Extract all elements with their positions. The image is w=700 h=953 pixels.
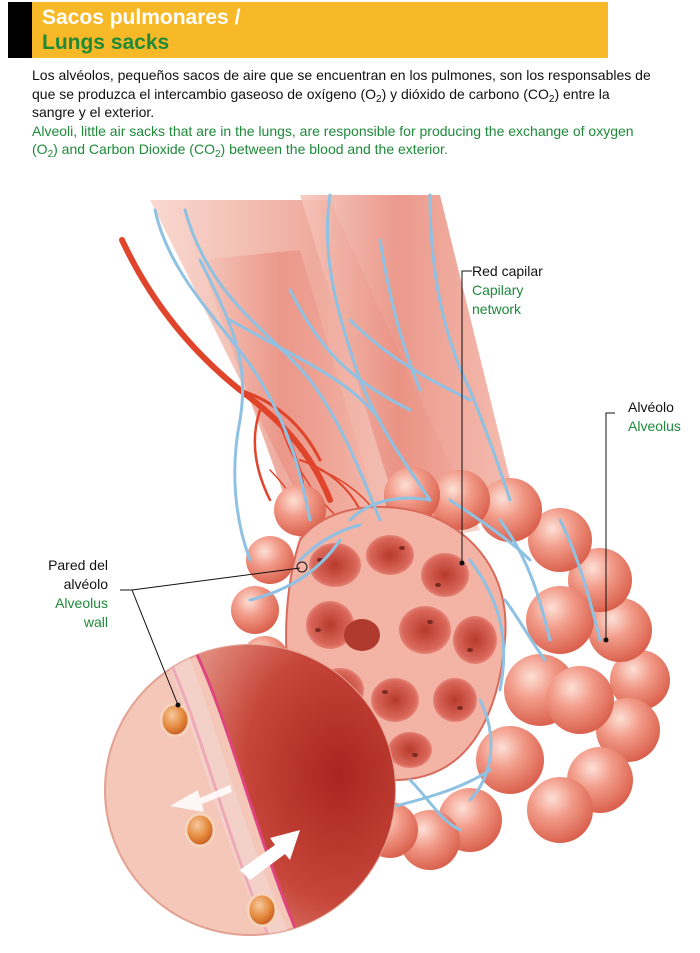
- title-english: Lungs sacks: [42, 31, 170, 54]
- zoom-wall-detail: [104, 644, 396, 936]
- label-alveolus-wall: Pared del alvéolo Alveolus wall: [48, 557, 108, 630]
- header-accent-bar: [8, 2, 32, 58]
- intro-spanish: Los alvéolos, pequeños sacos de aire que…: [32, 67, 651, 120]
- label-alveolus: Alvéolo Alveolus: [628, 399, 681, 434]
- arrow-out: [170, 785, 232, 812]
- header-band: [8, 2, 608, 58]
- leader-dots: [175, 560, 609, 708]
- arrow-in: [240, 830, 300, 880]
- intro-text: Los alvéolos, pequeños sacos de aire que…: [32, 66, 652, 160]
- intro-english: Alveoli, little air sacks that are in th…: [32, 122, 634, 160]
- bronchiole-tube: [300, 195, 520, 520]
- leader-lines: [120, 270, 615, 706]
- bronchiole-tube: [200, 250, 380, 540]
- label-capillary-network: Red capilar Capilary network: [472, 263, 543, 317]
- title-spanish: Sacos pulmonares /: [42, 6, 241, 29]
